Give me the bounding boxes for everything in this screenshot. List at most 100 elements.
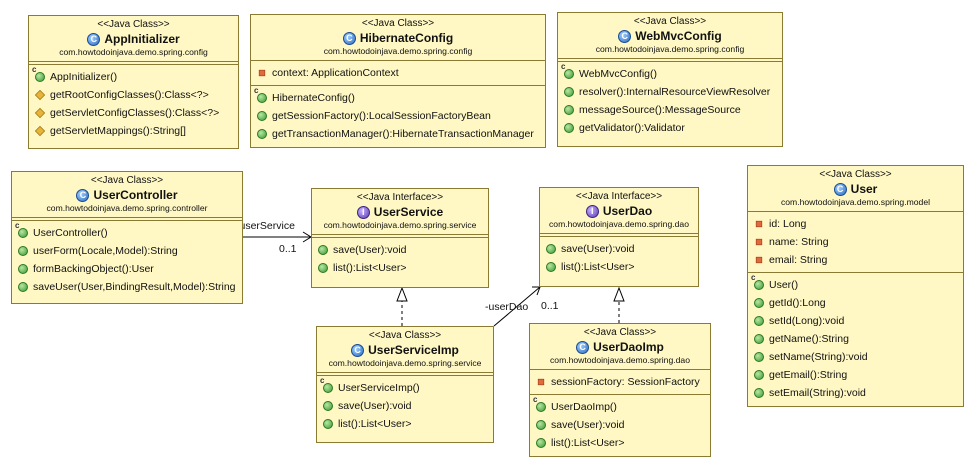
- method-row[interactable]: getValidator():Validator: [558, 119, 782, 137]
- methods-section: HibernateConfig()getSessionFactory():Loc…: [251, 86, 545, 146]
- constructor-icon: [32, 65, 45, 82]
- method-row[interactable]: getSessionFactory():LocalSessionFactoryB…: [251, 107, 545, 125]
- class-name: AppInitializer: [104, 32, 180, 46]
- method-row[interactable]: userForm(Locale,Model):String: [12, 242, 242, 260]
- public-method-icon: [323, 401, 333, 411]
- attribute-row[interactable]: name: String: [748, 233, 963, 251]
- interface-icon: I: [356, 205, 370, 219]
- class-name: UserDaoImp: [593, 340, 664, 354]
- stereotype: <<Java Class>>: [90, 175, 164, 186]
- class-name: UserDao: [602, 204, 653, 218]
- method-row[interactable]: getId():Long: [748, 294, 963, 312]
- method-row[interactable]: HibernateConfig(): [251, 86, 545, 107]
- package-name: com.howtodoinjava.demo.spring.service: [323, 220, 477, 230]
- method-text: list():List<User>: [338, 418, 412, 430]
- public-method-icon: [546, 244, 556, 254]
- method-text: getRootConfigClasses():Class<?>: [50, 89, 209, 101]
- method-row[interactable]: save(User):void: [317, 397, 493, 415]
- stereotype: <<Java Class>>: [819, 169, 892, 180]
- edge-multiplicity-userdao: 0..1: [541, 300, 559, 312]
- method-row[interactable]: saveUser(User,BindingResult,Model):Strin…: [12, 278, 242, 296]
- method-row[interactable]: list():List<User>: [540, 258, 698, 276]
- method-row[interactable]: messageSource():MessageSource: [558, 101, 782, 119]
- method-row[interactable]: resolver():InternalResourceViewResolver: [558, 83, 782, 101]
- method-text: resolver():InternalResourceViewResolver: [579, 86, 771, 98]
- public-method-icon: [564, 105, 574, 115]
- method-row[interactable]: User(): [748, 273, 963, 294]
- constructor-icon: [15, 221, 28, 238]
- class-name: WebMvcConfig: [635, 29, 722, 43]
- attributes-section: [12, 218, 242, 221]
- method-text: saveUser(User,BindingResult,Model):Strin…: [33, 281, 236, 293]
- methods-section: UserDaoImp()save(User):void list():List<U…: [530, 395, 710, 455]
- class-icon: C: [833, 182, 847, 196]
- package-name: com.howtodoinjava.demo.spring.dao: [550, 355, 690, 365]
- method-row[interactable]: getServletConfigClasses():Class<?>: [29, 104, 238, 122]
- method-row[interactable]: list():List<User>: [317, 415, 493, 433]
- method-row[interactable]: setEmail(String):void: [748, 384, 963, 402]
- method-row[interactable]: UserController(): [12, 221, 242, 242]
- public-method-icon: [318, 263, 328, 273]
- method-row[interactable]: formBackingObject():User: [12, 260, 242, 278]
- method-row[interactable]: save(User):void: [312, 241, 488, 259]
- method-row[interactable]: save(User):void: [540, 240, 698, 258]
- method-text: getEmail():String: [769, 369, 848, 381]
- attributes-section: context: ApplicationContext: [251, 61, 545, 86]
- public-method-icon: [754, 370, 764, 380]
- stereotype: <<Java Class>>: [583, 327, 657, 338]
- method-row[interactable]: getServletMappings():String[]: [29, 122, 238, 140]
- public-method-icon: [754, 334, 764, 344]
- public-method-icon: [754, 388, 764, 398]
- method-text: UserController(): [33, 227, 108, 239]
- method-text: messageSource():MessageSource: [579, 104, 741, 116]
- method-row[interactable]: list():List<User>: [312, 259, 488, 277]
- method-row[interactable]: save(User):void: [530, 416, 710, 434]
- method-row[interactable]: getEmail():String: [748, 366, 963, 384]
- stereotype: <<Java Class>>: [361, 18, 435, 29]
- method-text: setId(Long):void: [769, 315, 845, 327]
- method-row[interactable]: UserServiceImp(): [317, 376, 493, 397]
- edge-multiplicity-userservice: 0..1: [279, 243, 297, 255]
- protected-method-icon: [34, 89, 46, 101]
- attribute-row[interactable]: id: Long: [748, 215, 963, 233]
- public-method-icon: [564, 123, 574, 133]
- method-text: list():List<User>: [333, 262, 407, 274]
- method-row[interactable]: setName(String):void: [748, 348, 963, 366]
- method-row[interactable]: getTransactionManager():HibernateTransac…: [251, 125, 545, 143]
- method-row[interactable]: WebMvcConfig(): [558, 62, 782, 83]
- method-text: User(): [769, 279, 799, 291]
- method-text: setName(String):void: [769, 351, 868, 363]
- methods-section: save(User):void list():List<User>: [312, 238, 488, 280]
- attribute-row[interactable]: email: String: [748, 251, 963, 269]
- private-field-icon: [258, 69, 266, 77]
- package-name: com.howtodoinjava.demo.spring.config: [323, 46, 473, 56]
- attribute-row[interactable]: sessionFactory: SessionFactory: [530, 373, 710, 391]
- method-row[interactable]: AppInitializer(): [29, 65, 238, 86]
- method-row[interactable]: list():List<User>: [530, 434, 710, 452]
- method-row[interactable]: getName():String: [748, 330, 963, 348]
- class-name: HibernateConfig: [359, 31, 454, 45]
- method-text: list():List<User>: [551, 437, 625, 449]
- method-row[interactable]: setId(Long):void: [748, 312, 963, 330]
- attribute-row[interactable]: context: ApplicationContext: [251, 64, 545, 82]
- package-name: com.howtodoinjava.demo.spring.config: [59, 47, 208, 57]
- method-row[interactable]: getRootConfigClasses():Class<?>: [29, 86, 238, 104]
- stereotype: <<Java Interface>>: [356, 192, 444, 203]
- method-row[interactable]: UserDaoImp(): [530, 395, 710, 416]
- public-method-icon: [18, 264, 28, 274]
